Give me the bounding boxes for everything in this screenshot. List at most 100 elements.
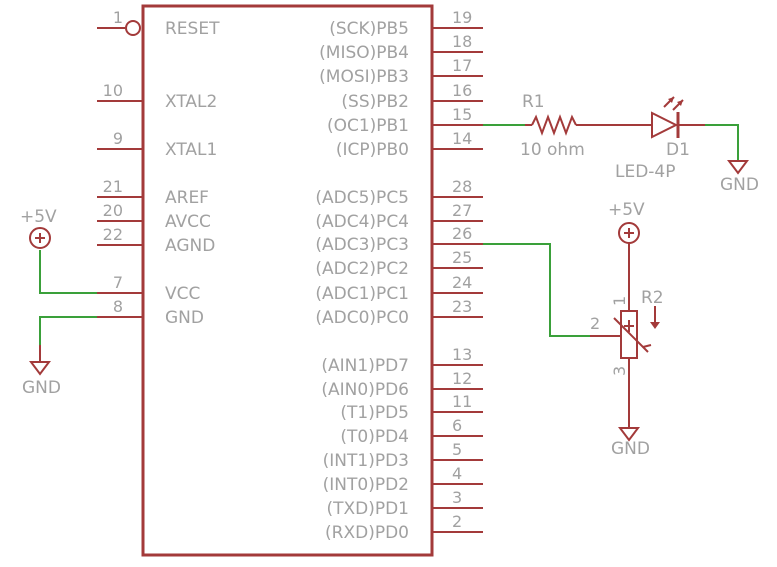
pin-number: 28 <box>452 177 472 196</box>
pot-pin3: 3 <box>610 366 629 376</box>
pot-adjust-tick <box>642 344 652 348</box>
pin-name: GND <box>165 308 204 328</box>
pin-number: 7 <box>113 273 123 292</box>
mcu-right-pin: 24(ADC1)PC1 <box>315 273 483 304</box>
pin-name: AGND <box>165 236 215 256</box>
mcu-right-pin: 27 (ADC4)PC4 <box>315 201 483 232</box>
pin-number: 8 <box>113 297 123 316</box>
led-light-arrowhead-2 <box>677 100 683 106</box>
led-value: LED-4P <box>615 162 676 182</box>
pin-name: (OC1)PB1 <box>327 116 409 136</box>
pin-number: 10 <box>103 81 123 100</box>
r1-ref: R1 <box>522 92 545 112</box>
pin-name: (ADC3)PC3 <box>315 235 409 255</box>
resistor-r1: R1 10 ohm <box>520 92 605 160</box>
pin-name: (ADC5)PC5 <box>315 188 409 208</box>
pin-number: 5 <box>452 440 462 459</box>
mcu-right-pin: 26(ADC3)PC3 <box>315 224 483 255</box>
ground-pot: GND <box>611 427 650 459</box>
pot-adjust-line <box>613 317 649 353</box>
supply-right: +5V <box>608 200 645 311</box>
pin-name: (ICP)PB0 <box>336 140 409 160</box>
mcu-right-pin: 2 (RXD)PD0 <box>325 512 483 543</box>
pin-name: (ADC1)PC1 <box>315 284 409 304</box>
gnd-pot-label: GND <box>611 439 650 459</box>
mcu-right-pin: 19 (SCK)PB5 <box>329 8 483 39</box>
pin-name: (ADC0)PC0 <box>315 308 409 328</box>
ground-icon <box>727 160 749 175</box>
pin-number: 15 <box>452 105 472 124</box>
pin-name: (INT1)PD3 <box>323 451 409 471</box>
ground-left: GND <box>22 345 61 398</box>
wires <box>39 124 739 345</box>
pin-name: (SS)PB2 <box>341 92 409 112</box>
pin-name: (ADC4)PC4 <box>315 212 409 232</box>
pot-ref: R2 <box>641 288 664 308</box>
led-d1: D1 LED-4P <box>605 96 705 182</box>
led-light-arrowhead-1 <box>668 97 674 103</box>
wire-gnd <box>39 316 97 345</box>
pin-number: 21 <box>103 177 123 196</box>
pin-number: 20 <box>103 201 123 220</box>
supply-right-label: +5V <box>608 200 645 220</box>
mcu-right-pin: 4(INT0)PD2 <box>323 464 483 495</box>
ground-icon <box>618 427 640 442</box>
gnd-led-label: GND <box>720 175 759 195</box>
mcu-right-pin: 6(T0)PD4 <box>340 416 483 447</box>
supply-left-label: +5V <box>20 207 57 227</box>
mcu-body <box>141 4 434 557</box>
pin-number: 25 <box>452 248 472 267</box>
pin-name: (INT0)PD2 <box>323 475 409 495</box>
wire-vcc <box>39 250 97 294</box>
supply-left: +5V <box>20 207 57 249</box>
mcu-right-pin: 28 (ADC5)PC5 <box>315 177 483 208</box>
pin-number: 2 <box>452 512 462 531</box>
pin-name: (RXD)PD0 <box>325 523 409 543</box>
pin-name: (MISO)PB4 <box>319 43 409 63</box>
pin-number: 19 <box>452 8 472 27</box>
pin-number: 1 <box>113 8 123 27</box>
r1-value: 10 ohm <box>520 140 585 160</box>
supply-symbol-icon <box>29 227 51 249</box>
potentiometer-r2: R2 2 1 3 <box>590 288 664 428</box>
pin-name: XTAL2 <box>165 92 217 112</box>
gnd-left-label: GND <box>22 378 61 398</box>
pin-number: 12 <box>452 369 472 388</box>
mcu-right-pin: 17(MOSI)PB3 <box>319 56 483 87</box>
ground-led: GND <box>720 160 759 195</box>
led-diode-icon <box>651 111 679 139</box>
mcu-right-pin: 25(ADC2)PC2 <box>315 248 483 279</box>
pin-name: AVCC <box>165 212 211 232</box>
led-ref: D1 <box>666 140 690 160</box>
mcu-right-pin: 23 (ADC0)PC0 <box>315 297 483 328</box>
mcu-right-pin: 18(MISO)PB4 <box>319 32 483 63</box>
mcu-right-pin: 16(SS)PB2 <box>341 81 483 112</box>
pin-number: 23 <box>452 297 472 316</box>
pin-number: 6 <box>452 416 462 435</box>
resistor-icon <box>531 114 577 136</box>
pin-number: 27 <box>452 201 472 220</box>
mcu-right-pin: 13 (AIN1)PD7 <box>321 345 483 376</box>
pin-number: 17 <box>452 56 472 75</box>
potentiometer-icon <box>620 310 638 359</box>
wire-led-gnd <box>705 124 739 160</box>
mcu-right-pin: 5 (INT1)PD3 <box>323 440 483 471</box>
pin-name: (SCK)PB5 <box>329 19 409 39</box>
mcu-right-pin: 3(TXD)PD1 <box>326 488 483 519</box>
pin-number: 14 <box>452 129 472 148</box>
pin-name: (TXD)PD1 <box>326 499 409 519</box>
pin-name: (T1)PD5 <box>340 403 409 423</box>
pin-name: (AIN1)PD7 <box>321 356 409 376</box>
pot-pin1: 1 <box>610 296 629 306</box>
pin-number: 13 <box>452 345 472 364</box>
pot-arrowhead <box>650 322 660 329</box>
